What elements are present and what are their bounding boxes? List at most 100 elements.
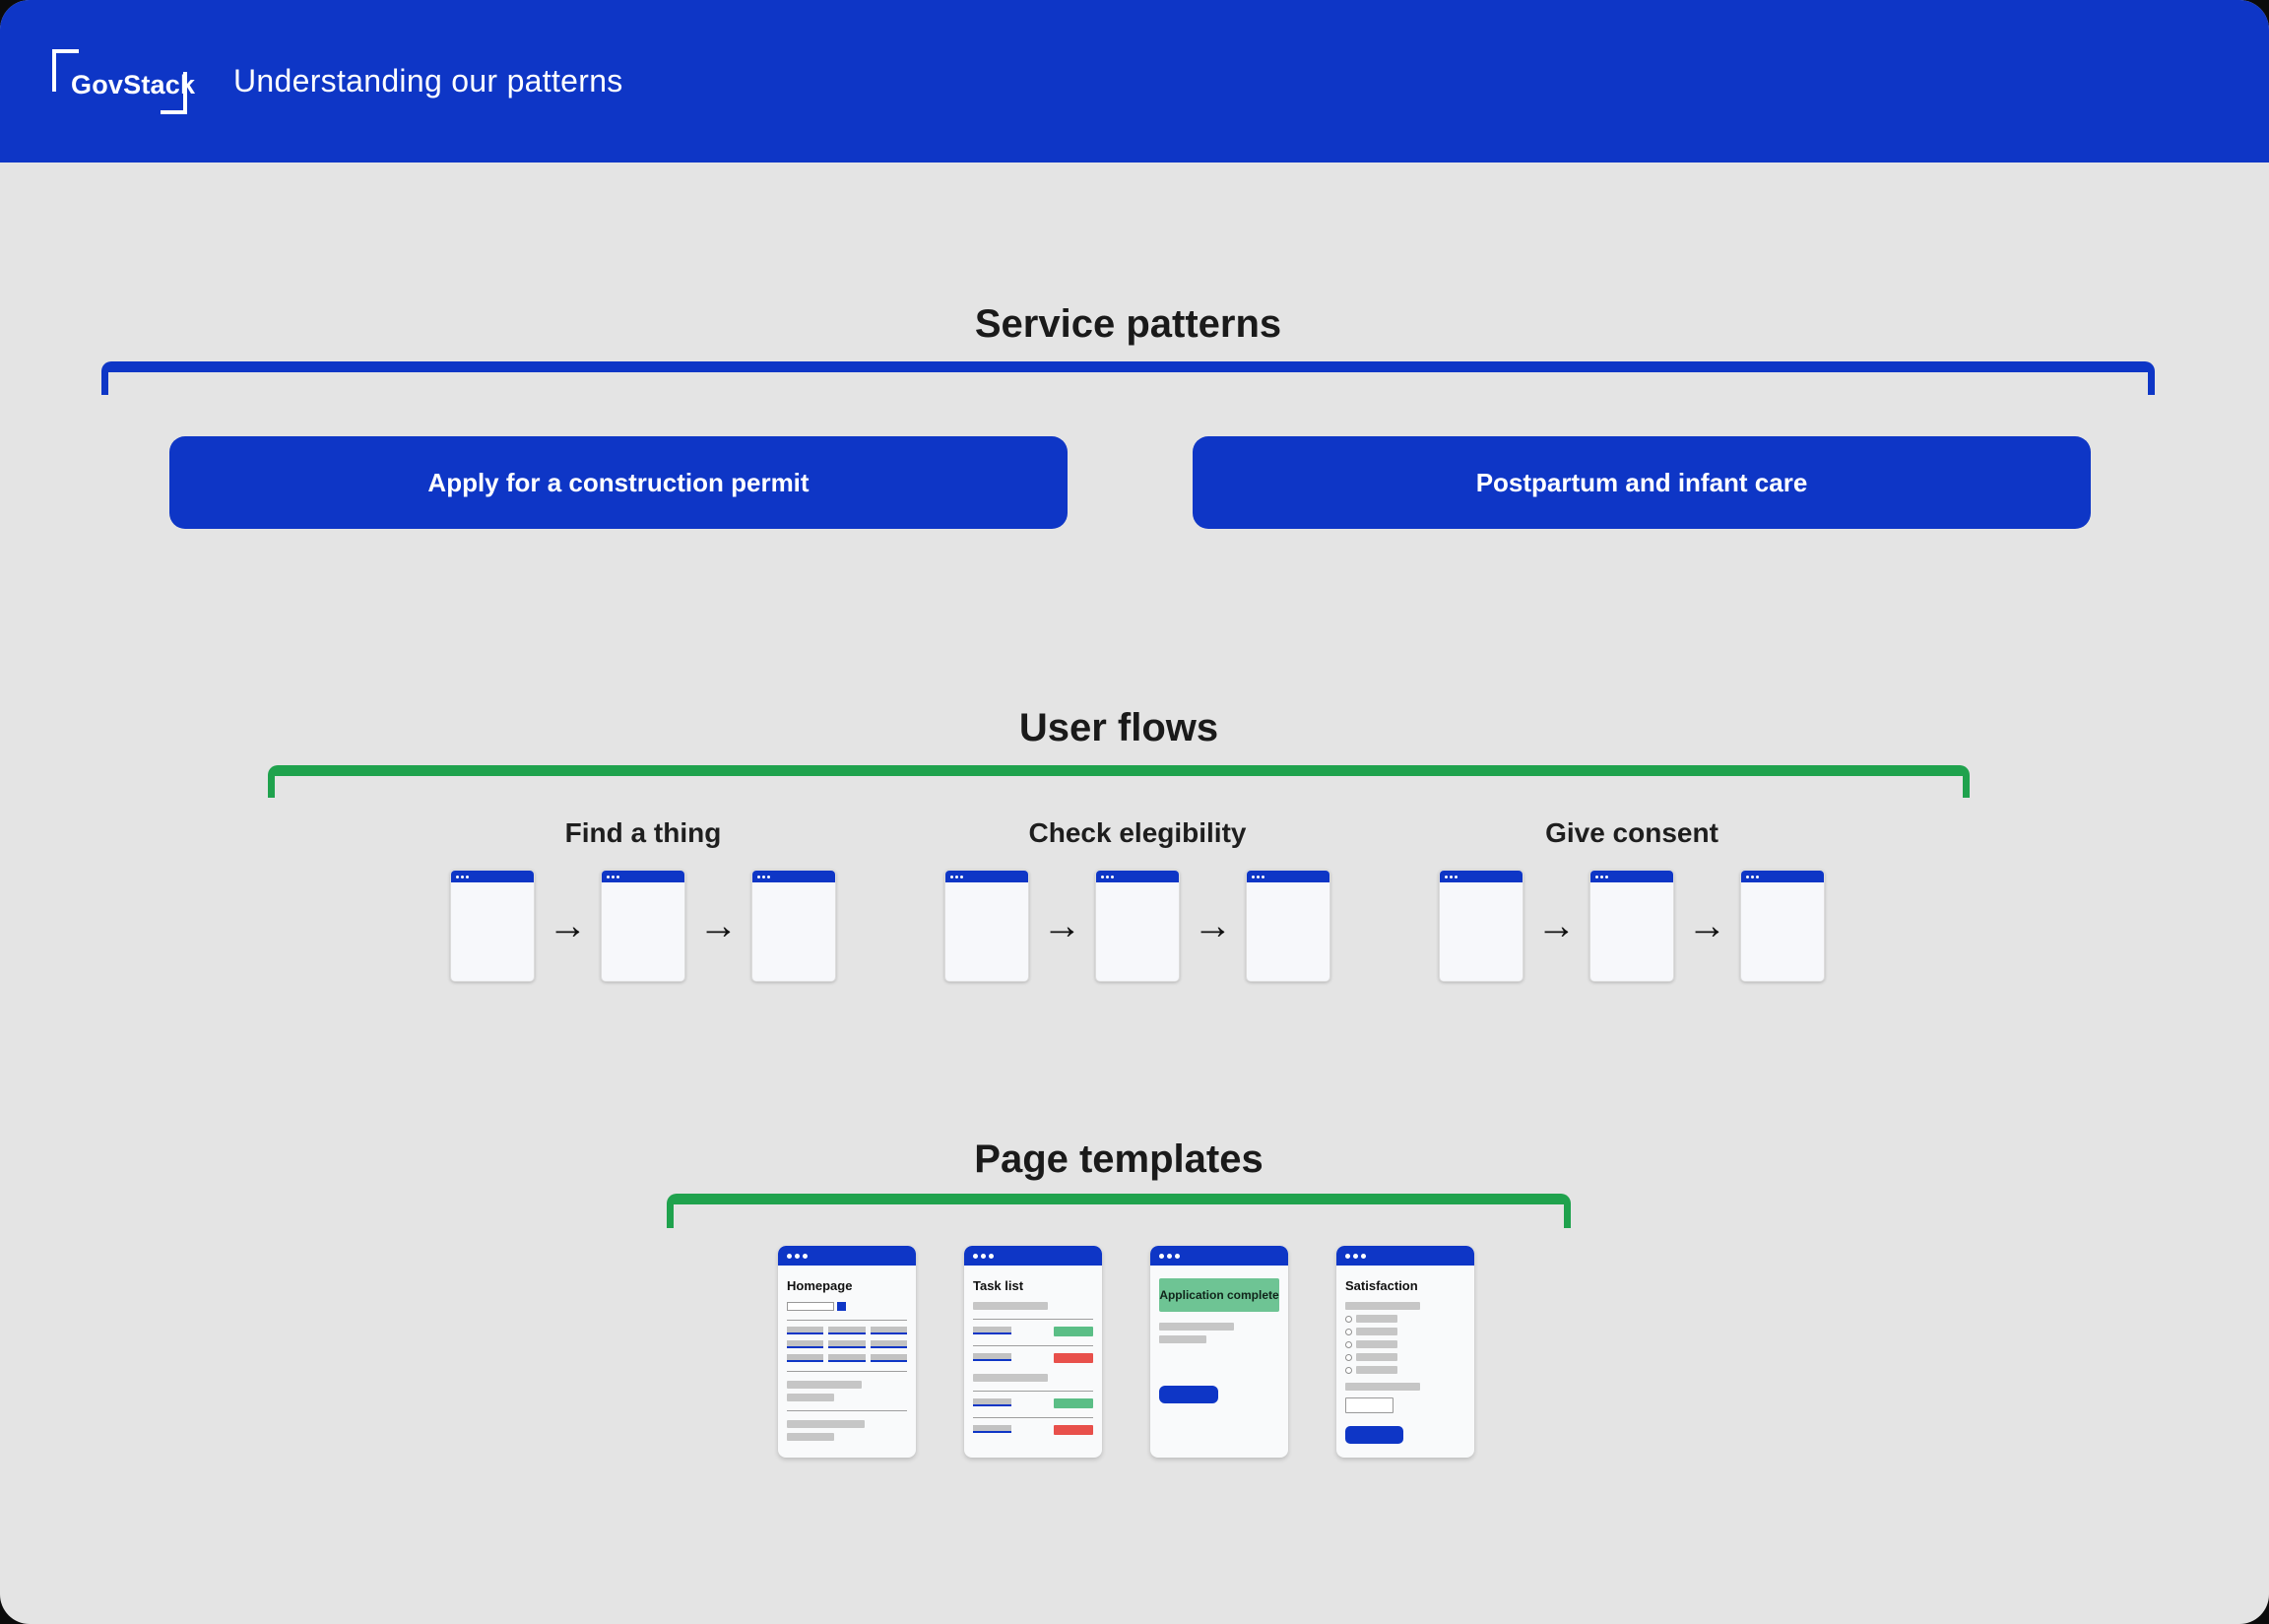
link-skeleton — [870, 1340, 907, 1348]
arrow-right-icon: → — [1193, 904, 1233, 947]
text-skeleton — [973, 1374, 1048, 1382]
window-dot-icon — [803, 1253, 808, 1259]
flow-group-find-a-thing: Find a thing → → — [450, 816, 836, 982]
window-dot-icon — [1450, 875, 1453, 878]
template-card-homepage[interactable]: Homepage — [778, 1246, 916, 1458]
browser-window-thumbnail[interactable] — [1095, 870, 1180, 982]
service-patterns-row: Apply for a construction permit Postpart… — [169, 436, 2091, 529]
window-dot-icon — [950, 875, 953, 878]
arrow-right-icon: → — [548, 904, 588, 947]
text-skeleton — [1159, 1335, 1206, 1343]
window-dot-icon — [787, 1253, 792, 1259]
template-card-task-list[interactable]: Task list — [964, 1246, 1102, 1458]
radio-icon — [1345, 1366, 1352, 1374]
template-title: Task list — [973, 1278, 1024, 1293]
user-flows-title: User flows — [1018, 706, 1219, 749]
task-row — [973, 1353, 1093, 1363]
template-card-satisfaction[interactable]: Satisfaction — [1336, 1246, 1474, 1458]
browser-window-thumbnail[interactable] — [1246, 870, 1330, 982]
link-skeleton — [787, 1354, 824, 1362]
search-input — [787, 1302, 834, 1311]
window-dot-icon — [1159, 1253, 1164, 1259]
window-dot-icon — [1361, 1253, 1366, 1259]
radio-option — [1345, 1340, 1465, 1348]
task-row — [973, 1425, 1093, 1435]
flow-steps: → → — [450, 870, 836, 982]
page-templates-title: Page templates — [974, 1137, 1264, 1181]
radio-icon — [1345, 1353, 1352, 1361]
text-skeleton — [973, 1302, 1048, 1310]
service-pattern-construction-permit-button[interactable]: Apply for a construction permit — [169, 436, 1068, 529]
search-row — [787, 1302, 907, 1311]
browser-window-thumbnail[interactable] — [601, 870, 685, 982]
divider — [973, 1417, 1093, 1418]
window-dot-icon — [1257, 875, 1260, 878]
flow-steps: → → — [1439, 870, 1825, 982]
radio-option — [1345, 1328, 1465, 1335]
template-card-application-complete[interactable]: Application complete — [1150, 1246, 1288, 1458]
browser-window-thumbnail[interactable] — [751, 870, 836, 982]
template-body: Homepage — [778, 1279, 916, 1441]
window-titlebar — [451, 871, 534, 882]
template-body: Satisfaction — [1336, 1279, 1474, 1444]
page-templates-bracket — [667, 1194, 1571, 1228]
logo-bracket-bottom-right-icon — [161, 71, 187, 114]
arrow-right-icon: → — [1536, 904, 1577, 947]
link-grid — [787, 1327, 907, 1362]
service-pattern-postpartum-care-button[interactable]: Postpartum and infant care — [1193, 436, 2091, 529]
window-dot-icon — [461, 875, 464, 878]
service-patterns-title: Service patterns — [974, 302, 1282, 346]
window-dot-icon — [795, 1253, 800, 1259]
browser-window-thumbnail[interactable] — [1589, 870, 1674, 982]
govstack-logo: GovStack — [52, 48, 195, 114]
window-dot-icon — [989, 1253, 994, 1259]
radio-icon — [1345, 1328, 1352, 1335]
page-templates-row: Homepage — [778, 1246, 1474, 1458]
flow-group-give-consent: Give consent → → — [1439, 816, 1825, 982]
template-body: Application complete — [1150, 1278, 1288, 1403]
arrow-right-icon: → — [1687, 904, 1727, 947]
text-input-skeleton — [1345, 1397, 1394, 1413]
text-skeleton — [787, 1381, 862, 1389]
link-skeleton — [828, 1327, 866, 1334]
divider — [787, 1410, 907, 1411]
template-body: Task list — [964, 1279, 1102, 1435]
browser-window-thumbnail[interactable] — [450, 870, 535, 982]
window-dot-icon — [1345, 1253, 1350, 1259]
text-skeleton — [1345, 1302, 1420, 1310]
search-button — [837, 1302, 846, 1311]
radio-icon — [1345, 1340, 1352, 1348]
user-flows-bracket — [268, 765, 1970, 798]
link-skeleton — [973, 1425, 1011, 1433]
browser-window-thumbnail[interactable] — [1439, 870, 1523, 982]
text-skeleton — [787, 1420, 865, 1428]
link-skeleton — [870, 1354, 907, 1362]
window-dot-icon — [1595, 875, 1598, 878]
logo-bracket-top-left-icon — [52, 48, 79, 92]
window-dot-icon — [466, 875, 469, 878]
window-titlebar — [1440, 871, 1523, 882]
window-dot-icon — [1175, 1253, 1180, 1259]
divider — [787, 1320, 907, 1321]
text-skeleton — [787, 1394, 834, 1401]
window-titlebar — [1590, 871, 1673, 882]
window-dot-icon — [960, 875, 963, 878]
radio-option — [1345, 1315, 1465, 1323]
text-skeleton — [1159, 1323, 1234, 1331]
window-titlebar — [1247, 871, 1329, 882]
window-dot-icon — [955, 875, 958, 878]
header: GovStack Understanding our patterns — [0, 0, 2269, 162]
status-badge-green — [1054, 1327, 1093, 1336]
window-dot-icon — [1252, 875, 1255, 878]
window-titlebar — [778, 1246, 916, 1266]
window-dot-icon — [1262, 875, 1264, 878]
service-patterns-bracket — [101, 361, 2155, 395]
window-dot-icon — [1101, 875, 1104, 878]
flow-group-check-elegibility: Check elegibility → → — [944, 816, 1330, 982]
text-skeleton — [1356, 1328, 1397, 1335]
flow-label: Give consent — [1545, 817, 1718, 848]
browser-window-thumbnail[interactable] — [944, 870, 1029, 982]
browser-window-thumbnail[interactable] — [1740, 870, 1825, 982]
logo-text: GovStack — [71, 69, 196, 99]
